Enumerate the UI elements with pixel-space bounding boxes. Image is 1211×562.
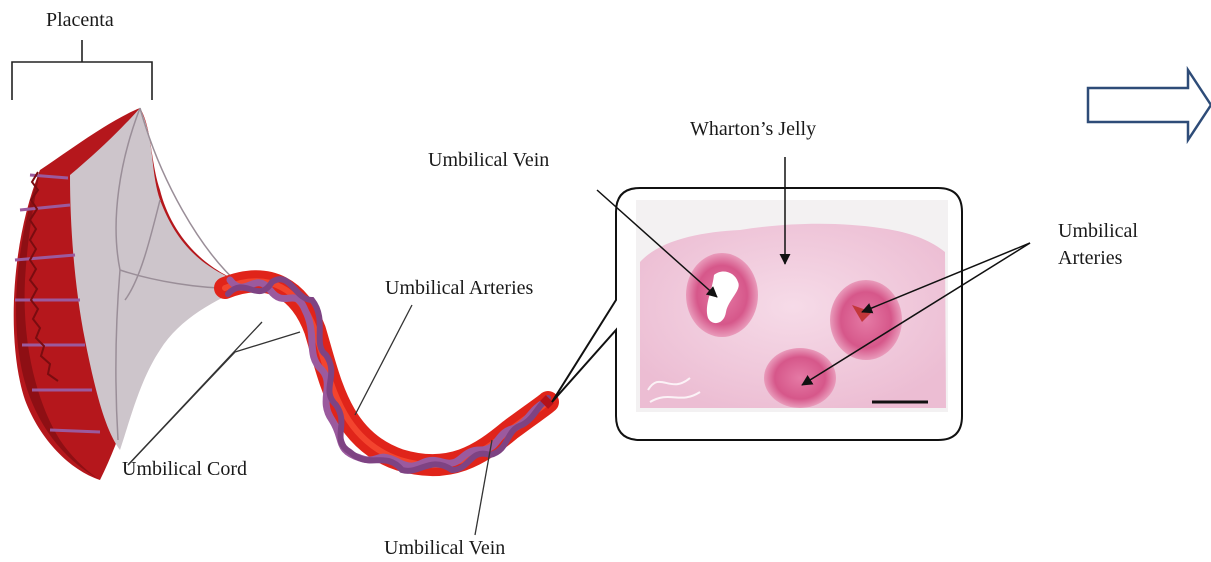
placenta-label: Placenta [46, 8, 114, 32]
placenta-illustration [14, 108, 250, 480]
umbilical-arteries-cord-label: Umbilical Arteries [385, 276, 533, 300]
umbilical-arteries-section-line1: Umbilical [1058, 218, 1138, 245]
cross-section-callout [552, 188, 962, 440]
whartons-jelly-label: Wharton’s Jelly [690, 117, 816, 141]
umbilical-vein-section-label: Umbilical Vein [428, 148, 549, 172]
umbilical-vein-bottom-label: Umbilical Vein [384, 536, 505, 560]
umbilical-arteries-section-line2: Arteries [1058, 245, 1138, 272]
next-arrow-icon [1088, 70, 1211, 140]
umbilical-artery-vessel-lower [764, 348, 836, 408]
umbilical-artery-vessel-upper [830, 280, 902, 360]
umbilical-arteries-section-label: Umbilical Arteries [1058, 218, 1138, 272]
umbilical-cord-illustration [225, 279, 551, 471]
cord-label-leaders [128, 305, 620, 535]
umbilical-cord-label: Umbilical Cord [122, 457, 247, 481]
placenta-bracket [12, 40, 152, 100]
